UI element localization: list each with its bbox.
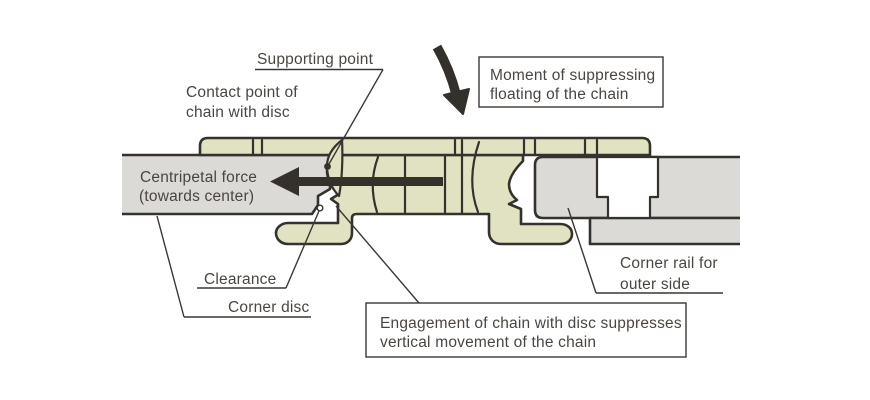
engagement-label-box xyxy=(365,302,687,358)
supporting-point-label: Supporting point xyxy=(257,51,374,68)
corner-rail-outer-outline xyxy=(533,155,740,220)
moment-label-box xyxy=(478,56,664,108)
engagement-label-line1: Engagement of chain with disc suppresses xyxy=(380,315,682,332)
contact-point-label-line1: Contact point of xyxy=(186,84,298,101)
moment-arrow-head xyxy=(443,88,470,115)
rail-bolt-slot xyxy=(595,155,660,220)
corner-rail-label-line2: outer side xyxy=(620,276,690,293)
leader-lines xyxy=(156,68,723,318)
moment-label-line2: floating of the chain xyxy=(490,86,629,103)
centripetal-force-label-line2: (towards center) xyxy=(139,188,254,205)
corner-disc-leader xyxy=(156,215,185,318)
centripetal-force-label-line1: Centripetal force xyxy=(140,169,257,186)
corner-rail-lower-outline xyxy=(588,216,740,246)
corner-disc-shape xyxy=(122,155,330,214)
centripetal-force-arrow xyxy=(270,167,443,196)
engagement-leader xyxy=(335,205,420,304)
clearance-marker xyxy=(316,204,324,212)
contact-point-label-line2: chain with disc xyxy=(186,104,290,121)
moment-arrow-shaft xyxy=(432,44,461,96)
chain-top-band xyxy=(198,136,652,157)
plate-dividers xyxy=(251,138,599,156)
supporting-point-dot xyxy=(324,163,331,170)
bushing-curve-right xyxy=(471,140,481,214)
engagement-label-line2: vertical movement of the chain xyxy=(380,334,596,351)
moment-label-line1: Moment of suppressing xyxy=(490,67,655,84)
supporting-point-leader xyxy=(328,69,384,165)
corner-rail-leader xyxy=(567,207,597,294)
corner-rail-label-line1: Corner rail for xyxy=(620,255,718,272)
clearance-leader xyxy=(285,210,320,289)
corner-disc-label: Corner disc xyxy=(228,299,309,316)
clearance-label: Clearance xyxy=(204,271,276,288)
corner-rail-lower-shape xyxy=(590,218,740,244)
